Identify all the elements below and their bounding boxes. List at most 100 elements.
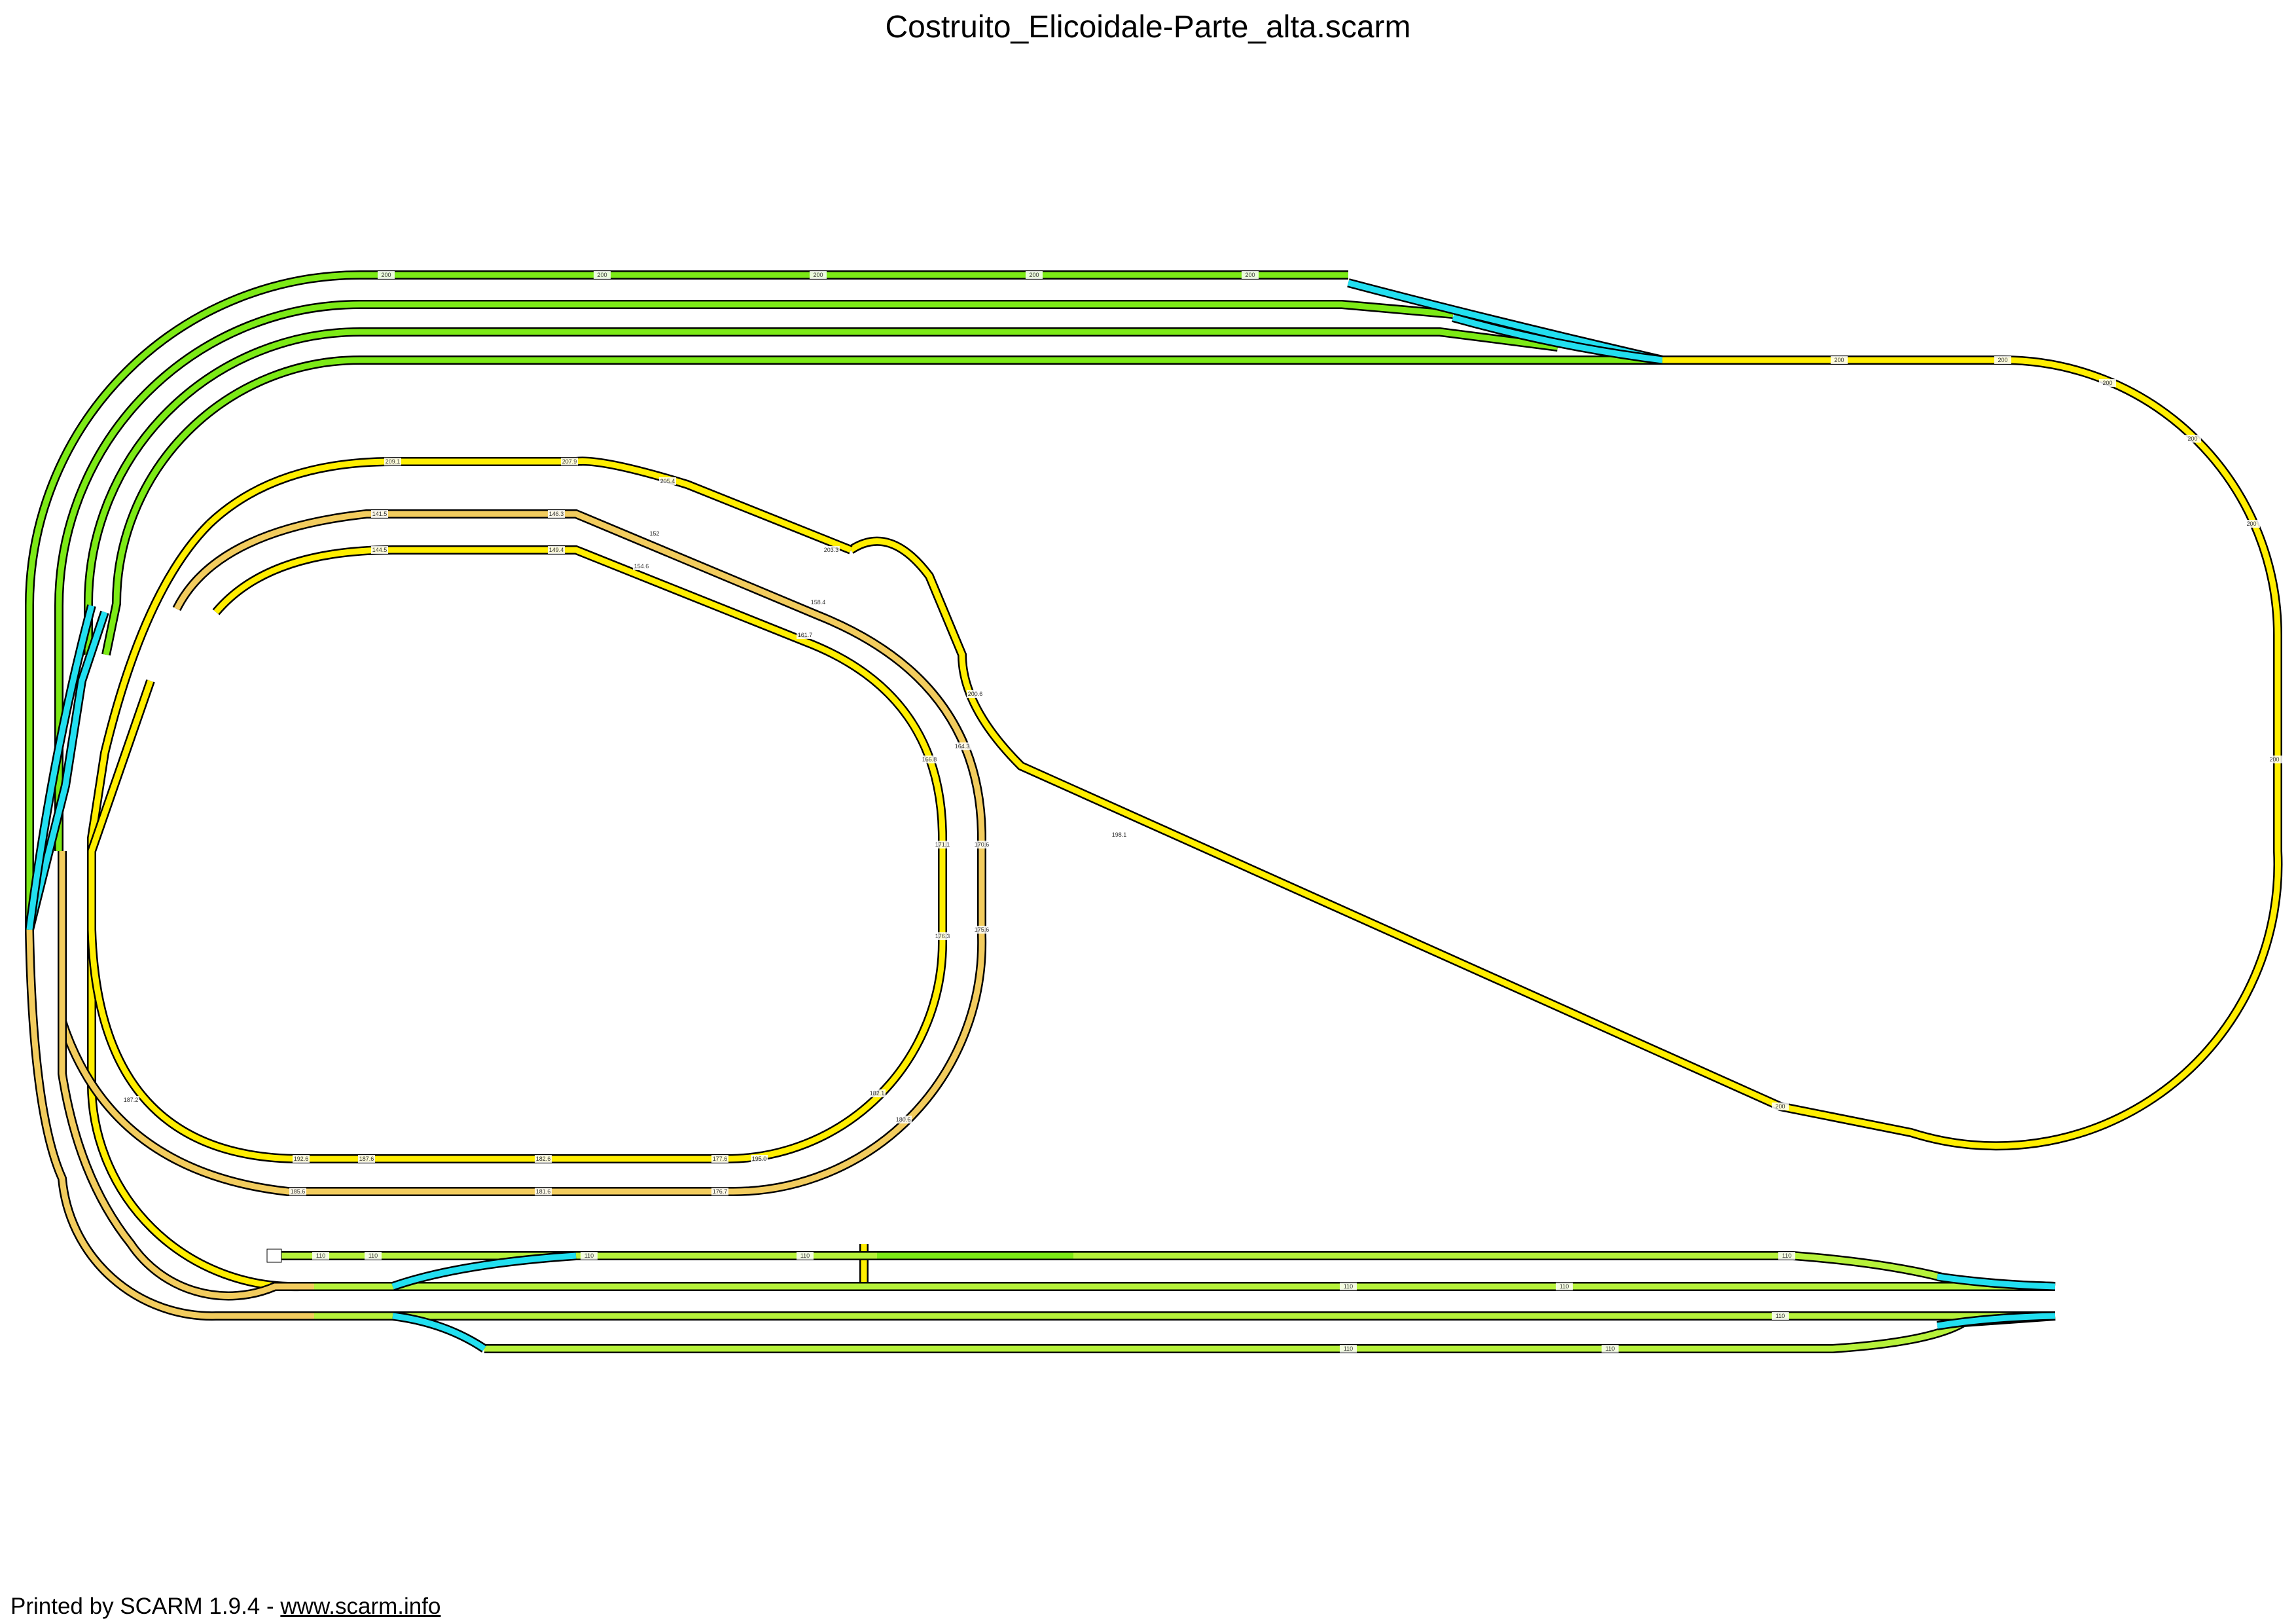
height-label-bg	[869, 1089, 886, 1097]
footer-link[interactable]: www.scarm.info	[280, 1594, 441, 1619]
height-label-bg	[1778, 1252, 1795, 1260]
footer-text: Printed by SCARM 1.9.4 -	[10, 1594, 281, 1619]
yellow-loop-rail	[848, 356, 2283, 1151]
yard-switch-l1	[391, 1252, 577, 1290]
height-label: 110	[1344, 1283, 1353, 1290]
height-label-bg	[581, 1252, 598, 1260]
height-label: 170.6	[975, 841, 990, 848]
inner-spiral-inner-rail	[87, 545, 947, 1163]
height-label: 175.6	[975, 926, 990, 933]
yard-switch-l2	[392, 1313, 486, 1351]
height-label-bg	[371, 510, 388, 518]
diagram-title: Costruito_Elicoidale-Parte_alta.scarm	[885, 10, 1411, 45]
height-label: 110	[1560, 1283, 1569, 1290]
height-label: 110	[1605, 1345, 1615, 1352]
height-label-bg	[1994, 356, 2011, 364]
inner-spiral-outer	[88, 521, 867, 1290]
height-label: 200	[2102, 380, 2112, 386]
height-label-bg	[1242, 271, 1259, 279]
left-descent-2	[59, 851, 314, 1299]
height-label: 110	[1782, 1252, 1791, 1259]
height-label-bg	[358, 1155, 375, 1163]
height-label: 171.1	[935, 841, 950, 848]
height-label: 182.1	[870, 1090, 885, 1097]
height-label-bg	[1602, 1345, 1619, 1353]
top-track-3	[85, 329, 1558, 655]
height-label-bg	[2184, 435, 2201, 443]
height-label-bg	[711, 1188, 728, 1195]
height-label: 200.6	[968, 691, 983, 697]
top-track-2	[56, 301, 1454, 851]
height-label-bg	[1772, 1312, 1789, 1320]
top-track-1	[26, 272, 1348, 930]
height-label: 200	[2187, 435, 2197, 442]
height-label: 200	[1775, 1103, 1785, 1110]
height-label-bg	[1340, 1283, 1357, 1290]
height-label: 207.9	[562, 458, 577, 465]
footer: Printed by SCARM 1.9.4 - www.scarm.info	[10, 1594, 440, 1620]
height-label: 185.6	[291, 1188, 306, 1195]
height-label-bg	[954, 742, 971, 750]
height-label: 180.6	[896, 1116, 911, 1123]
height-label-bg	[1111, 831, 1128, 839]
height-label: 205.4	[660, 478, 675, 484]
height-label-bg	[535, 1188, 552, 1195]
height-label: 154.6	[634, 563, 649, 570]
height-label-bg	[646, 530, 663, 538]
switch-top-2	[1452, 314, 1663, 363]
height-label: 149.4	[549, 547, 564, 553]
inner-spiral-middle-rail	[58, 509, 987, 1196]
yard-track-4	[484, 1313, 2056, 1352]
height-label-bg	[921, 756, 938, 763]
height-label: 161.7	[798, 632, 813, 638]
height-label-bg	[1026, 271, 1043, 279]
height-label-bg	[548, 510, 565, 518]
top-track-4-rail	[101, 356, 1662, 656]
height-label-bg	[594, 271, 611, 279]
height-label-bg	[967, 690, 984, 698]
height-label-bg	[797, 631, 814, 639]
buffer-stop	[266, 1249, 282, 1263]
inner-spiral-inner	[88, 547, 946, 1162]
height-label-bg	[895, 1116, 912, 1123]
height-label: 158.4	[811, 599, 826, 606]
height-label-bg	[2266, 756, 2283, 763]
height-label-bg	[561, 458, 578, 465]
height-label-bg	[312, 1252, 329, 1260]
height-label: 200	[1998, 357, 2007, 363]
height-label: 144.5	[372, 547, 387, 553]
height-label: 166.8	[922, 756, 937, 763]
height-label-bg	[293, 1155, 310, 1163]
height-label: 200	[2246, 520, 2256, 527]
height-label-bg	[378, 271, 395, 279]
height-label-bg	[810, 598, 827, 606]
height-label-bg	[711, 1155, 728, 1163]
height-label: 110	[1344, 1345, 1353, 1352]
height-label: 110	[584, 1252, 594, 1259]
yellow-connector	[207, 458, 852, 553]
height-label-bg	[1772, 1103, 1789, 1110]
height-label-bg	[810, 271, 827, 279]
height-label: 176.3	[935, 933, 950, 939]
track-group	[25, 270, 2283, 1353]
height-label-bg	[2243, 520, 2260, 528]
height-label: 200	[2269, 756, 2279, 763]
height-label-bg	[122, 1096, 139, 1104]
switch-top-1	[1347, 280, 1664, 363]
height-label: 141.5	[372, 511, 387, 517]
height-label: 200	[1245, 272, 1255, 278]
height-label-bg	[384, 458, 401, 465]
height-label: 181.6	[536, 1188, 551, 1195]
height-label: 187.2	[124, 1097, 139, 1103]
height-label: 195.0	[752, 1156, 767, 1162]
height-label-bg	[2099, 379, 2116, 387]
yard-switch-r1	[1937, 1273, 2056, 1290]
inner-spiral-middle	[59, 511, 985, 1195]
height-label: 110	[316, 1252, 325, 1259]
height-label: 200	[1029, 272, 1039, 278]
top-track-4	[103, 357, 1662, 655]
height-label-bg	[1340, 1345, 1357, 1353]
height-label-bg	[535, 1155, 552, 1163]
